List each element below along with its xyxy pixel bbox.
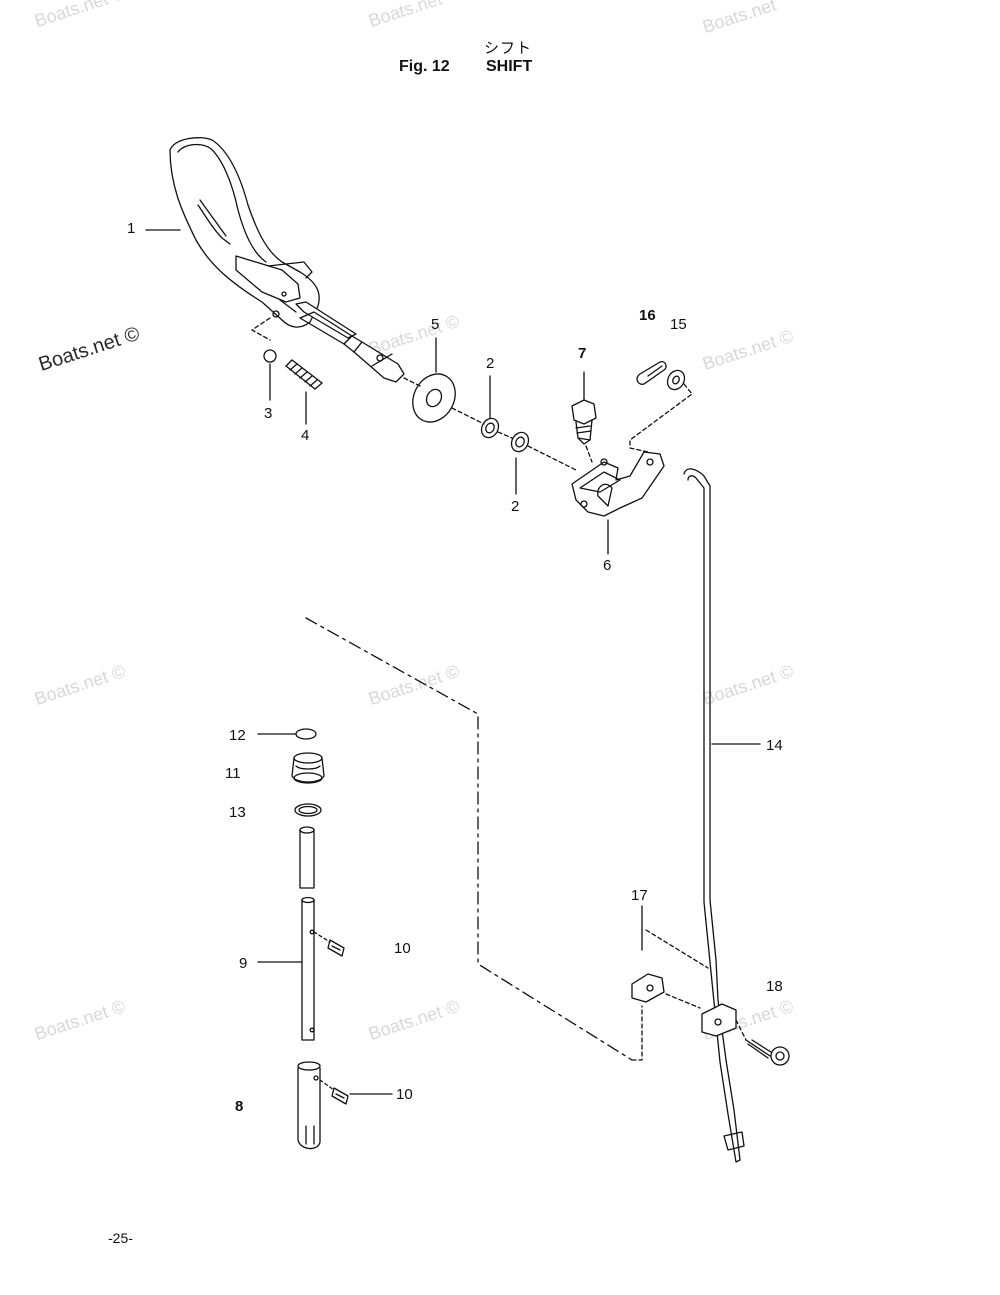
title-japanese: シフト — [484, 39, 533, 57]
part-label-16: 16 — [639, 307, 656, 324]
small-washer — [510, 431, 530, 453]
part-label-9: 9 — [239, 955, 248, 972]
part-label-6: 6 — [603, 557, 612, 574]
cotter-pin — [636, 361, 667, 385]
rod-clip — [631, 973, 665, 1003]
middle-shift-rod — [301, 896, 315, 1041]
set-screw-lower — [331, 1087, 349, 1105]
detent-ball — [263, 349, 277, 363]
pin-washer — [666, 369, 686, 391]
figure-number: Fig. 12 — [399, 58, 450, 75]
part-label-11: 11 — [225, 765, 241, 782]
part-label-10: 10 — [396, 1086, 413, 1103]
part-label-5: 5 — [431, 316, 440, 333]
bolt — [571, 399, 597, 445]
part-label-3: 3 — [264, 405, 273, 422]
set-screw-upper — [327, 939, 345, 957]
shift-lever-handle — [169, 137, 405, 383]
part-label-2: 2 — [511, 498, 520, 515]
o-ring-small — [295, 728, 317, 740]
connector-bolt — [745, 1039, 790, 1066]
part-label-2: 2 — [486, 355, 495, 372]
upper-shift-rod — [299, 826, 315, 889]
part-label-7: 7 — [578, 345, 587, 362]
part-label-15: 15 — [670, 316, 687, 333]
figure-title: SHIFT — [486, 58, 533, 75]
shift-arm — [571, 451, 665, 517]
part-label-12: 12 — [229, 727, 246, 744]
small-washer — [480, 417, 500, 439]
part-label-17: 17 — [631, 887, 648, 904]
rod-connector — [701, 1003, 737, 1037]
part-label-14: 14 — [766, 737, 783, 754]
part-label-4: 4 — [301, 427, 310, 444]
large-washer — [412, 373, 456, 423]
page-number: -25- — [108, 1230, 133, 1246]
detent-spring — [285, 359, 323, 390]
shift-rod — [683, 468, 745, 1163]
grommet — [291, 752, 325, 784]
o-ring-large — [294, 803, 322, 817]
part-label-8: 8 — [235, 1098, 244, 1115]
lower-shift-rod — [297, 1061, 321, 1150]
part-label-1: 1 — [127, 220, 136, 237]
part-label-13: 13 — [229, 804, 246, 821]
part-label-18: 18 — [766, 978, 783, 995]
part-label-10: 10 — [394, 940, 411, 957]
